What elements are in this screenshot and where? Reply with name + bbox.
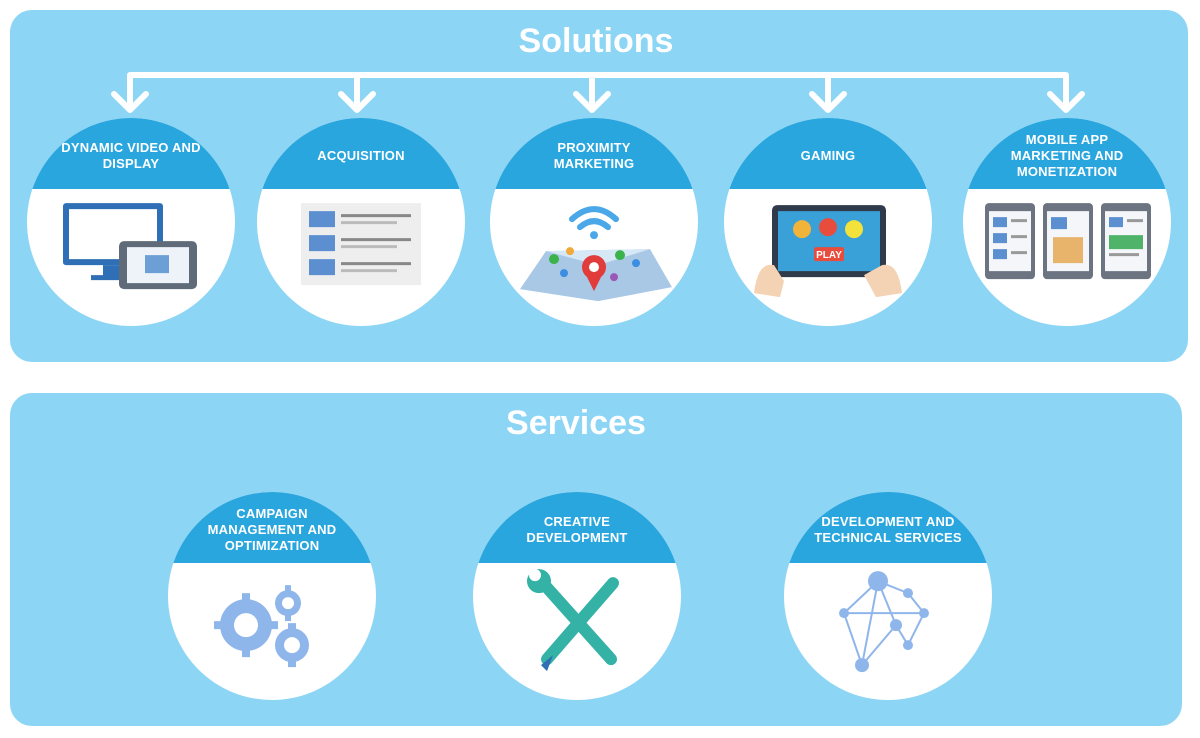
map-pins-wifi-icon bbox=[490, 189, 698, 326]
card-label: DYNAMIC VIDEO AND DISPLAY bbox=[61, 140, 201, 172]
card-label: CAMPAIGN MANAGEMENT AND OPTIMIZATION bbox=[207, 506, 337, 554]
card-label: PROXIMITY MARKETING bbox=[553, 140, 635, 172]
solutions-title: Solutions bbox=[518, 22, 674, 60]
arrow-head bbox=[1047, 91, 1085, 113]
wrench-pencil-icon bbox=[473, 563, 681, 700]
arrow-head bbox=[573, 91, 611, 113]
solution-card-dynamic-video[interactable]: DYNAMIC VIDEO AND DISPLAY bbox=[27, 118, 235, 326]
network-nodes-icon bbox=[784, 563, 992, 700]
arrow-head bbox=[809, 91, 847, 113]
card-label: DEVELOPMENT AND TECHNICAL SERVICES bbox=[814, 514, 962, 546]
solution-card-gaming[interactable]: GAMING PLAY bbox=[724, 118, 932, 326]
arrow-head bbox=[111, 91, 149, 113]
tablet-game-play-icon: PLAY bbox=[724, 189, 932, 326]
solution-card-proximity-marketing[interactable]: PROXIMITY MARKETING bbox=[490, 118, 698, 326]
solutions-bracket-line bbox=[127, 72, 1069, 111]
play-button-text: PLAY bbox=[816, 250, 842, 261]
list-document-icon bbox=[257, 189, 465, 326]
solution-card-mobile-app[interactable]: MOBILE APP MARKETING AND MONETIZATION bbox=[963, 118, 1171, 326]
arrow-head bbox=[338, 91, 376, 113]
card-label: ACQUISITION bbox=[317, 148, 405, 164]
service-card-campaign-management[interactable]: CAMPAIGN MANAGEMENT AND OPTIMIZATION bbox=[168, 492, 376, 700]
service-card-creative-development[interactable]: CREATIVE DEVELOPMENT bbox=[473, 492, 681, 700]
services-title: Services bbox=[506, 404, 646, 442]
mobile-phones-icon bbox=[963, 189, 1171, 326]
card-label: MOBILE APP MARKETING AND MONETIZATION bbox=[1010, 132, 1124, 180]
card-label: CREATIVE DEVELOPMENT bbox=[526, 514, 628, 546]
service-card-technical-services[interactable]: DEVELOPMENT AND TECHNICAL SERVICES bbox=[784, 492, 992, 700]
solution-card-acquisition[interactable]: ACQUISITION bbox=[257, 118, 465, 326]
gears-icon bbox=[168, 563, 376, 700]
monitor-tablet-icon bbox=[27, 189, 235, 326]
card-label: GAMING bbox=[800, 148, 856, 164]
